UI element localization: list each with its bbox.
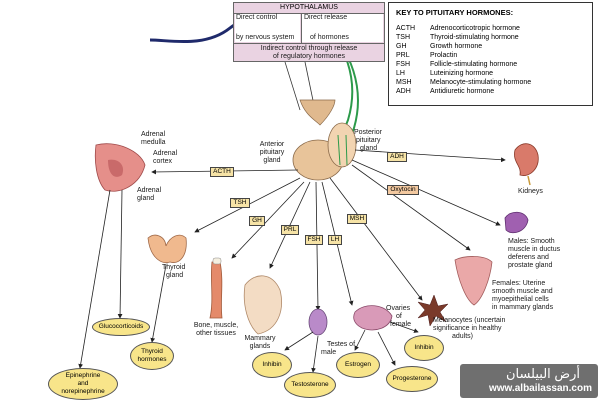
oxytocin-box: Oxytocin [387,185,419,195]
anterior-pituitary-label-1: Anterior [259,141,285,148]
direct-release-cell [302,14,383,42]
hypothalamus-box: HYPOTHALAMUS Direct control by nervous s… [233,2,385,62]
males-label-3: deferens and [508,254,549,261]
mammary-label-2: glands [249,343,271,350]
divider [301,13,302,43]
watermark-url: www.albailassan.com [488,383,592,394]
progesterone-oval: Progesterone [386,366,438,392]
adrenal-cortex-label-1: Adrenal [153,150,178,157]
indirect-control-line1: Indirect control through release [260,45,358,52]
females-label-2: smooth muscle and [492,288,553,295]
males-label-1: Males: Smooth [508,238,555,245]
females-label-3: myoepithelial cells [492,296,549,303]
watermark-arabic: أرض البيلسان [505,366,580,381]
melanocytes-label-2: significance in healthy [433,325,502,332]
prl-box: PRL [281,225,299,235]
adrenal-gland-label-1: Adrenal [137,187,162,194]
pituitary-fibers [337,134,348,166]
adrenal-cortex-label-2: cortex [153,158,173,165]
thyroid-shape [147,234,187,264]
indirect-control-line2: of regulatory hormones [273,53,345,60]
bone-muscle-label-2: other tissues [196,330,236,337]
posterior-pituitary-label-2: pituitary [356,137,381,144]
lh-box: LH [328,235,342,245]
ovaries-shape [353,305,393,331]
melanocyte-shape [417,294,449,327]
posterior-pituitary-label-3: gland [360,145,378,152]
adrenal-gland-label-2: gland [137,195,155,202]
thyroid-label-1: Thyroid [162,264,186,271]
fsh-box: FSH [305,235,323,245]
testosterone-oval: Testosterone [284,372,336,398]
acth-box: ACTH [210,167,234,177]
by-nervous-system-label: by nervous system [236,34,295,41]
direct-control-cell [235,14,300,42]
testes-label-1: Testes of [327,341,356,348]
ovaries-label-2: of [396,313,402,320]
females-label-4: in mammary glands [492,304,554,311]
males-label-4: prostate gland [508,262,553,269]
divider [234,13,384,14]
uterus-shape [454,256,493,306]
mammary-glands-shape [243,275,282,335]
adrenal-medulla-label-2: medulla [141,139,166,146]
adrenal-medulla-label-1: Adrenal [141,131,166,138]
melanocytes-label-3: adults) [452,333,474,340]
inhibin-testes-oval: Inhibin [252,352,292,378]
key-title: KEY TO PITUITARY HORMONES: [396,8,514,17]
inhibin-ovary-oval: Inhibin [404,335,444,361]
melanocytes-label-1: Melanocytes (uncertain [433,317,506,324]
testes-shape [308,308,328,336]
of-hormones-label: of hormones [310,34,349,41]
mammary-label-1: Mammary [244,335,276,342]
kidney-shape [514,143,539,176]
divider [234,43,384,44]
males-label-2: muscle in ductus [508,246,561,253]
direct-release-label: Direct release [304,14,348,21]
tsh-box: TSH [230,198,250,208]
kidneys-label: Kidneys [518,188,543,195]
bone-muscle-label-1: Bone, muscle, [193,322,239,329]
posterior-pituitary-label-1: Posterior [354,129,383,136]
posterior-pituitary-shape [327,122,357,168]
pituitary-stalk [299,99,336,126]
anterior-pituitary-label-2: pituitary [259,149,285,156]
glucocorticoids-oval: Glucocorticoids [92,318,150,336]
indirect-line-1 [284,61,301,111]
hypothalamus-title: HYPOTHALAMUS [280,4,338,11]
gh-box: GH [249,216,265,226]
adh-box: ADH [387,152,407,162]
ovaries-label-1: Ovaries [386,305,411,312]
msh-box: MSH [347,214,367,224]
testes-label-2: male [321,349,337,356]
anterior-pituitary-label-3: gland [263,157,281,164]
thyroid-label-2: gland [166,272,184,279]
females-label-1: Females: Uterine [492,280,546,287]
watermark: أرض البيلسان www.albailassan.com [460,364,598,398]
bone-muscle-shape [209,261,223,319]
estrogen-oval: Estrogen [336,352,380,378]
prostate-shape [504,211,529,234]
ovaries-label-3: female [390,321,412,328]
direct-control-label: Direct control [236,14,278,21]
